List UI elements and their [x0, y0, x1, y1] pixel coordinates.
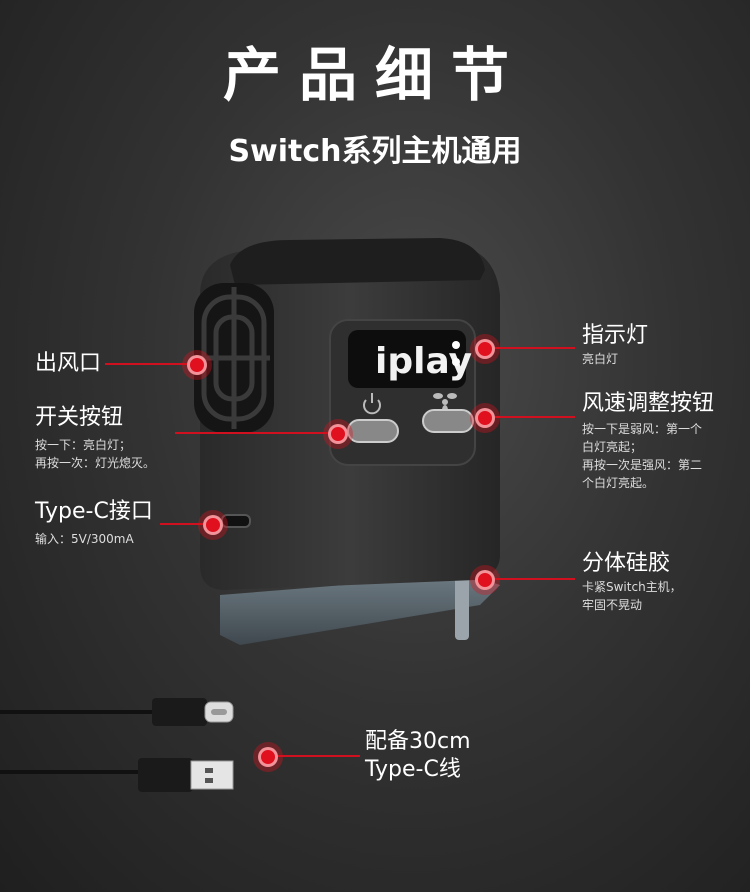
cable-dot	[258, 747, 278, 767]
typec-plug	[152, 698, 207, 726]
silicone-line	[490, 578, 575, 580]
silicone-desc-2: 牢固不晃动	[582, 598, 643, 612]
power-button-label: 开关按钮 按一下：亮白灯； 再按一次：灯光熄灭。	[35, 404, 155, 472]
power-button-desc-1: 按一下：亮白灯；	[35, 438, 132, 452]
cable-label: 配备30cm Type-C线	[365, 728, 471, 784]
typec-desc: 输入：5V/300mA	[35, 532, 134, 546]
fan-icon	[433, 393, 457, 415]
power-button-desc-2: 再按一次：灯光熄灭。	[35, 456, 156, 470]
silicone-label: 分体硅胶 卡紧Switch主机， 牢固不晃动	[582, 550, 682, 614]
typec-title: Type-C接口	[35, 499, 153, 524]
power-button-shape	[347, 419, 399, 443]
silicone-desc-1: 卡紧Switch主机，	[582, 580, 682, 594]
power-button-title: 开关按钮	[35, 405, 124, 430]
indicator-light-1	[452, 341, 460, 349]
speed-line	[490, 416, 575, 418]
page-title: 产品细节	[222, 41, 527, 109]
speed-button-desc-1: 按一下是弱风：第一个	[582, 422, 703, 436]
power-line	[175, 432, 340, 434]
vent-title: 出风口	[35, 351, 102, 376]
vent-label: 出风口	[35, 350, 101, 378]
speed-button-title: 风速调整按钮	[582, 391, 715, 416]
silicone-base	[220, 575, 500, 645]
speed-dot	[475, 408, 495, 428]
usba-plug	[138, 758, 193, 792]
typec-cable-illustration	[0, 698, 234, 792]
cable-line	[275, 755, 360, 757]
indicator-light-2	[452, 358, 460, 366]
indicator-dot	[475, 339, 495, 359]
cable-title-1: 配备30cm	[365, 729, 471, 754]
speed-button-desc-4: 个白灯亮起。	[582, 476, 655, 490]
speed-button-desc-3: 再按一次是强风：第二	[582, 458, 703, 472]
indicator-label: 指示灯 亮白灯	[582, 322, 648, 368]
typec-label: Type-C接口 输入：5V/300mA	[35, 498, 153, 548]
display-window	[348, 330, 466, 388]
speed-button-desc-2: 白灯亮起；	[582, 440, 643, 454]
indicator-desc: 亮白灯	[582, 352, 619, 366]
cable-title-2: Type-C线	[365, 757, 461, 782]
page-subtitle: Switch系列主机通用	[228, 134, 522, 169]
vent-grille	[194, 283, 274, 433]
power-icon	[363, 393, 381, 415]
silicone-title: 分体硅胶	[582, 551, 671, 576]
vent-line	[105, 363, 200, 365]
typec-port	[221, 514, 251, 528]
typec-line	[160, 523, 215, 525]
silicone-dot	[475, 570, 495, 590]
fan-device-illustration: iplay	[194, 238, 500, 645]
indicator-line	[490, 347, 575, 349]
typec-dot	[203, 515, 223, 535]
vent-dot	[187, 355, 207, 375]
power-dot	[328, 424, 348, 444]
speed-button-shape	[422, 409, 474, 433]
indicator-title: 指示灯	[582, 323, 649, 348]
connector-pin	[455, 565, 469, 640]
speed-button-label: 风速调整按钮 按一下是弱风：第一个 白灯亮起； 再按一次是强风：第二 个白灯亮起…	[582, 390, 714, 492]
